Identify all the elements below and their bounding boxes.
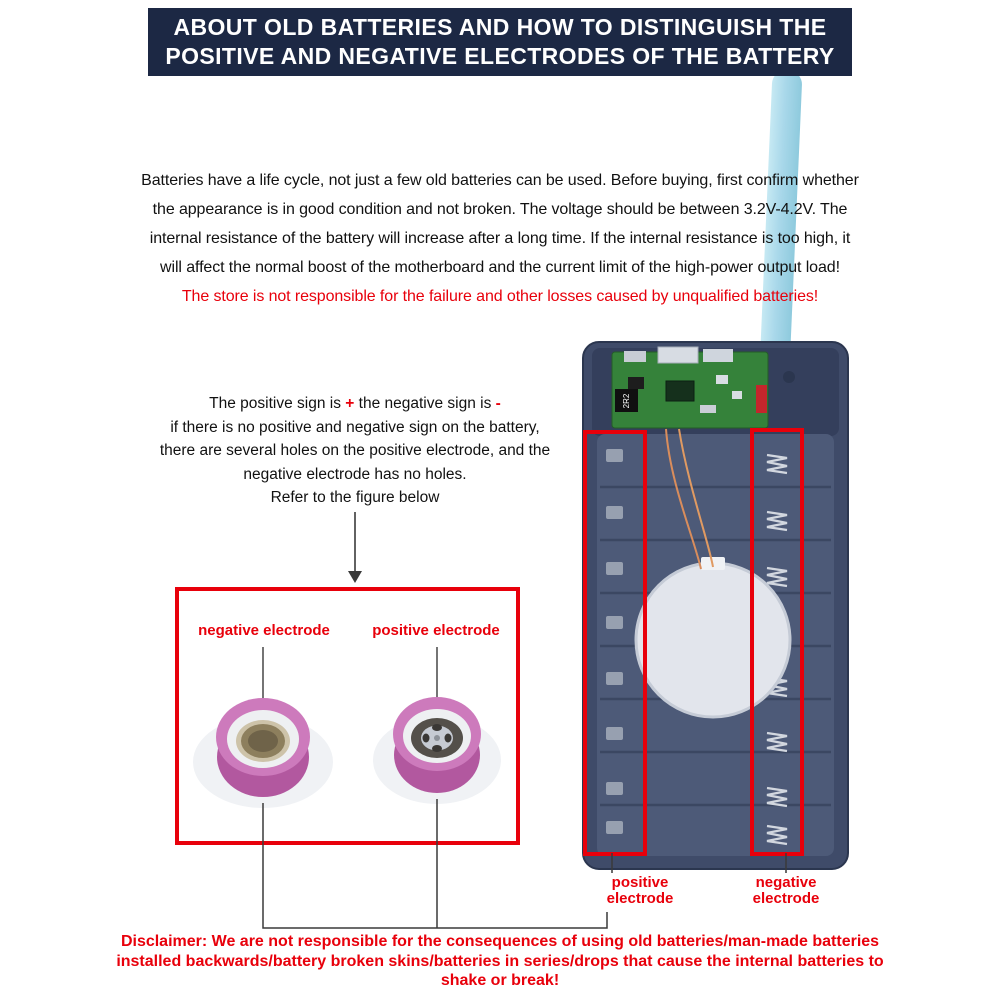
- intro-line: will affect the normal boost of the moth…: [160, 259, 840, 276]
- usb-port: [703, 349, 733, 362]
- sign-note-part2: the negative sign is: [358, 395, 492, 412]
- sign-note-line-3: there are several holes on the positive …: [159, 442, 551, 459]
- sign-note-line-2: if there is no positive and negative sig…: [170, 418, 540, 436]
- down-arrow-icon: [348, 512, 362, 583]
- store-warning: The store is not responsible for the fai…: [181, 288, 819, 305]
- disclaimer-line-3: shake or break!: [440, 972, 560, 989]
- intro-line: Batteries have a life cycle, not just a …: [141, 172, 859, 189]
- input-port: [624, 351, 646, 362]
- pcb-marking: 2R2: [622, 393, 631, 408]
- sign-note-line-4: negative electrode has no holes.: [243, 465, 467, 483]
- positive-electrode-label: positive electrode: [372, 622, 500, 639]
- chip: [628, 377, 644, 389]
- disclaimer-line-1: Disclaimer: We are not responsible for t…: [120, 933, 880, 950]
- minus-sign: -: [495, 395, 501, 412]
- negative-electrode-label: negative electrode: [198, 622, 330, 639]
- title-line-2: POSITIVE AND NEGATIVE ELECTRODES OF THE …: [165, 43, 835, 69]
- powerbank-positive-label: positive electrode: [606, 874, 674, 907]
- disclaimer-line-2: installed backwards/battery broken skins…: [116, 952, 884, 970]
- chip: [665, 380, 695, 402]
- usb-port: [657, 346, 699, 364]
- sign-note: The positive sign is + the negative sign…: [145, 392, 565, 510]
- disclaimer: Disclaimer: We are not responsible for t…: [0, 932, 1000, 991]
- plus-sign: +: [345, 395, 355, 412]
- smd-component: [700, 405, 716, 413]
- inductor: [615, 389, 638, 412]
- intro-line: internal resistance of the battery will …: [149, 230, 851, 247]
- title-banner: ABOUT OLD BATTERIES AND HOW TO DISTINGUI…: [148, 8, 852, 76]
- screw-hole: [783, 371, 795, 383]
- title-line-1: ABOUT OLD BATTERIES AND HOW TO DISTINGUI…: [173, 14, 827, 40]
- sign-note-part1: The positive sign is: [209, 395, 341, 412]
- battery-connector: [756, 385, 767, 413]
- flat-contacts-column: [606, 449, 623, 834]
- powerbank-illustration: 2R2: [582, 341, 849, 870]
- intro-paragraph: Batteries have a life cycle, not just a …: [0, 166, 1000, 311]
- powerbank-negative-label: negative electrode: [752, 874, 820, 907]
- coil-wires: [665, 428, 714, 570]
- sign-note-line-5: Refer to the figure below: [270, 489, 440, 506]
- intro-line: the appearance is in good condition and …: [152, 201, 848, 218]
- smd-component: [732, 391, 742, 399]
- pcb-board: 2R2: [611, 346, 795, 429]
- smd-component: [716, 375, 728, 384]
- sign-note-line-1: The positive sign is + the negative sign…: [145, 392, 565, 416]
